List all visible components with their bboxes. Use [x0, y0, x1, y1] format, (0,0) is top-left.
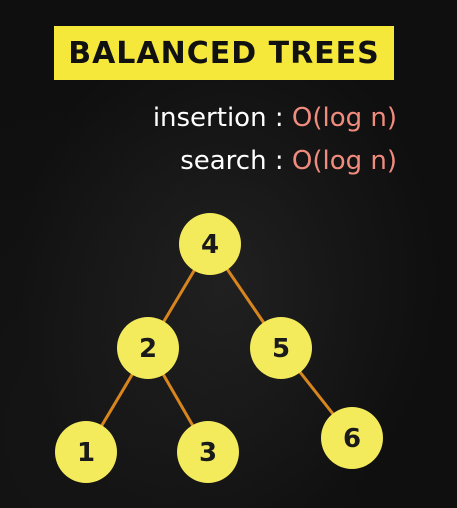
- node-circle: [179, 213, 241, 275]
- tree-node-6: 6: [321, 407, 383, 469]
- node-circle: [117, 317, 179, 379]
- node-label: 6: [343, 424, 361, 454]
- node-circle: [250, 317, 312, 379]
- tree-node-1: 1: [55, 421, 117, 483]
- title-banner: BALANCED TREES: [54, 26, 394, 80]
- node-circle: [55, 421, 117, 483]
- operation-name: insertion: [152, 103, 267, 133]
- search-complexity-row: search : O(log n): [180, 146, 397, 176]
- operation-separator: :: [266, 103, 292, 133]
- node-circle: [177, 421, 239, 483]
- page-title: BALANCED TREES: [68, 35, 380, 71]
- operation-name: search: [180, 146, 267, 176]
- node-label: 3: [199, 438, 217, 468]
- node-label: 1: [77, 438, 95, 468]
- tree-node-4: 4: [179, 213, 241, 275]
- node-label: 2: [139, 334, 157, 364]
- tree-node-2: 2: [117, 317, 179, 379]
- insertion-complexity-row: insertion : O(log n): [153, 103, 397, 133]
- node-label: 4: [201, 230, 219, 260]
- tree-node-5: 5: [250, 317, 312, 379]
- node-label: 5: [272, 334, 290, 364]
- tree-node-3: 3: [177, 421, 239, 483]
- operation-complexity: O(log n): [291, 103, 397, 133]
- node-circle: [321, 407, 383, 469]
- operation-separator: :: [266, 146, 292, 176]
- operation-complexity: O(log n): [291, 146, 397, 176]
